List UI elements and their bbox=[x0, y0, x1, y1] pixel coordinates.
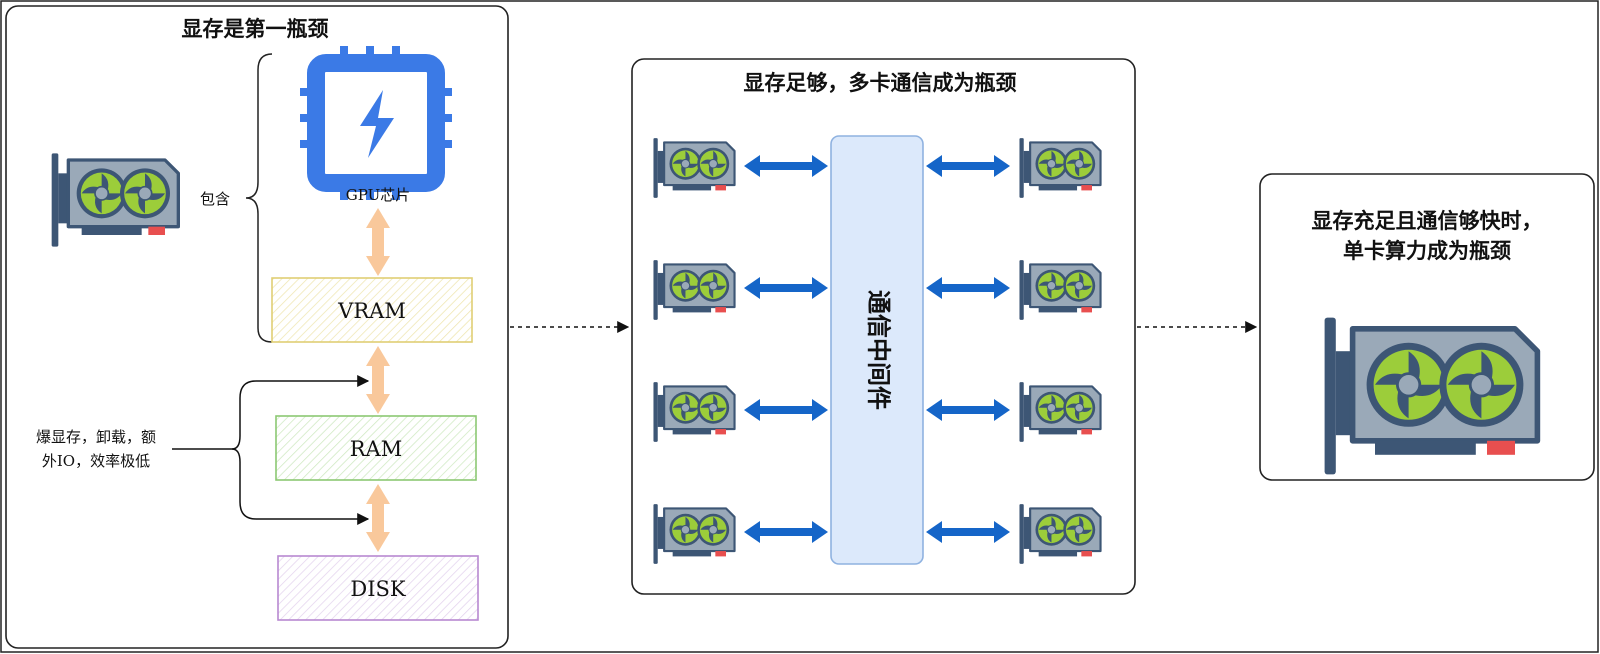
contains-brace bbox=[245, 53, 273, 343]
disk-box: DISK bbox=[277, 555, 479, 621]
communication-middleware-label: 通信中间件 bbox=[865, 290, 894, 410]
ram-box: RAM bbox=[275, 415, 477, 481]
chip-vram-arrow bbox=[366, 208, 390, 276]
panel-3-title-line1: 显存充足且通信够快时， bbox=[1312, 208, 1543, 233]
communication-middleware-box bbox=[830, 135, 924, 565]
right-comm-arrows bbox=[926, 155, 1010, 543]
vram-label: VRAM bbox=[337, 299, 406, 323]
comm-arrow bbox=[926, 155, 1010, 177]
vram-box: VRAM bbox=[271, 277, 473, 343]
disk-label: DISK bbox=[350, 577, 406, 601]
vram-ram-arrow bbox=[366, 346, 390, 414]
cpu-chip-lightning-icon bbox=[300, 46, 452, 200]
comm-arrow bbox=[744, 277, 828, 299]
ram-disk-arrow bbox=[366, 484, 390, 552]
comm-arrow bbox=[744, 399, 828, 421]
panel-compute-bottleneck: 显存充足且通信够快时， 单卡算力成为瓶颈 bbox=[1259, 173, 1595, 481]
gpu-chip-label: GPU芯片 bbox=[346, 186, 410, 204]
overflow-connector bbox=[172, 375, 370, 525]
comm-arrow bbox=[744, 521, 828, 543]
comm-arrow bbox=[926, 399, 1010, 421]
panel-2-title: 显存足够，多卡通信成为瓶颈 bbox=[744, 70, 1017, 95]
ram-label: RAM bbox=[350, 437, 402, 461]
comm-arrow bbox=[926, 521, 1010, 543]
panel-3-title-line2: 单卡算力成为瓶颈 bbox=[1343, 238, 1511, 263]
panel-communication-bottleneck: 显存足够，多卡通信成为瓶颈 通信中间件 bbox=[631, 58, 1136, 595]
panel-1-title: 显存是第一瓶颈 bbox=[182, 16, 329, 41]
comm-arrow bbox=[744, 155, 828, 177]
left-comm-arrows bbox=[744, 155, 828, 543]
overflow-label-line2: 外IO，效率极低 bbox=[42, 452, 150, 470]
panel-memory-bottleneck: 显存是第一瓶颈 包含 GPU芯片 VRAM bbox=[5, 5, 509, 649]
comm-arrow bbox=[926, 277, 1010, 299]
contains-label: 包含 bbox=[200, 190, 230, 208]
overflow-label-line1: 爆显存，卸载，额 bbox=[36, 428, 156, 446]
